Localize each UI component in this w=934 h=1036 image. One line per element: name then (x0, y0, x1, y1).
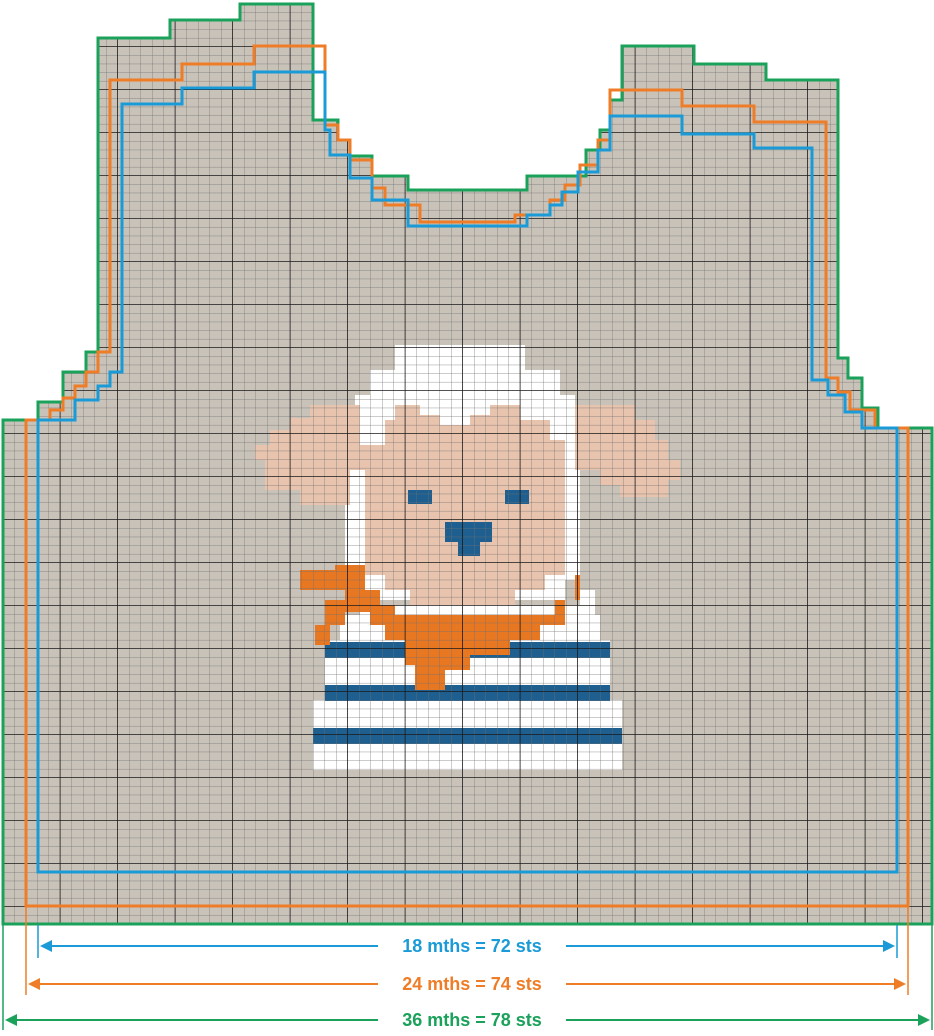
arrow-right-icon (918, 1014, 930, 1026)
arrow-left-icon (40, 940, 52, 952)
dimension-18m: 18 mths = 72 sts (38, 925, 897, 958)
arrow-right-icon (883, 940, 895, 952)
garment-body (0, 0, 934, 930)
arrow-right-icon (894, 978, 906, 990)
size-label-36m: 36 mths = 78 sts (402, 1010, 542, 1030)
arrow-left-icon (5, 1014, 17, 1026)
size-label-18m: 18 mths = 72 sts (402, 936, 542, 956)
size-label-24m: 24 mths = 74 sts (402, 974, 542, 994)
arrow-left-icon (28, 978, 40, 990)
